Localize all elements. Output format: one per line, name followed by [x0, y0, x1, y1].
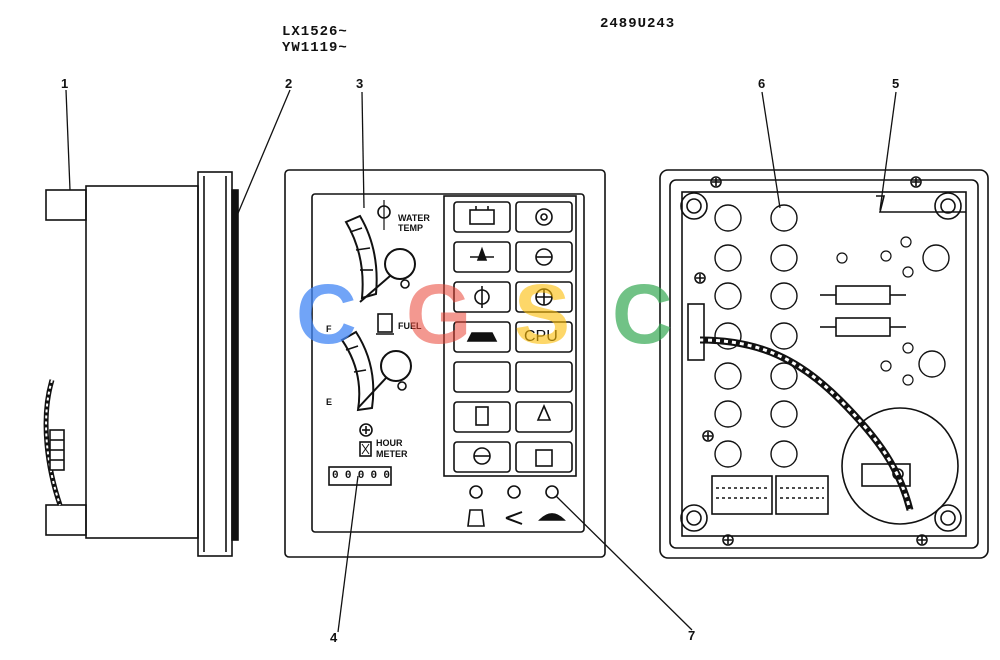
- water-temp-needle-hub: [384, 248, 416, 280]
- hour-digit: 0: [370, 470, 378, 482]
- hourglass-icon: [359, 441, 372, 457]
- callout-7: 7: [688, 628, 696, 643]
- watermark-letter: S: [514, 267, 571, 361]
- turtle-led: [545, 485, 559, 499]
- callout-leaders: [65, 89, 897, 633]
- water-separator-icon: [536, 403, 552, 421]
- parking-brake-icon: [535, 208, 553, 226]
- hour-meter-label: METER: [376, 449, 408, 459]
- fuel-full-mark: F: [326, 324, 332, 334]
- hour-digit: 0: [332, 470, 339, 482]
- glow-plug-icon: [466, 332, 498, 342]
- side-view: [43, 171, 239, 557]
- work-light-led: [469, 485, 483, 499]
- resistor: [835, 285, 891, 305]
- water-temp-scale: [344, 214, 378, 300]
- fuel-pump-icon: [377, 313, 393, 333]
- hour-digit: 0: [357, 470, 365, 482]
- connector: [775, 475, 829, 515]
- turtle-icon: [538, 513, 566, 521]
- fuel-empty-mark: E: [326, 397, 333, 407]
- fuel-label: FUEL: [398, 321, 422, 331]
- callout-5: 5: [892, 76, 900, 91]
- serial-range-line1: LX1526~: [282, 24, 348, 40]
- callout-4: 4: [330, 630, 338, 645]
- fuel-level-icon: [475, 406, 489, 426]
- connector: [711, 475, 773, 515]
- fuel-scale: [340, 330, 375, 412]
- buzzer: [841, 407, 959, 525]
- shift-arrow-icon: [505, 511, 523, 525]
- indicator-lamp-grid: [443, 195, 577, 527]
- watermark-letter: C: [296, 267, 357, 361]
- bulb-sockets: [714, 204, 950, 468]
- resistor: [835, 317, 891, 337]
- callout-6: 6: [758, 76, 766, 91]
- callout-3: 3: [356, 76, 364, 91]
- hour-meter-digits: 0 0 0 0 0: [332, 470, 390, 482]
- hour-meter-label: HOUR: [376, 438, 403, 448]
- hour-meter-window: [328, 466, 392, 486]
- callout-2: 2: [285, 76, 293, 91]
- front-panel: [284, 169, 606, 558]
- oil-pressure-icon: [470, 246, 494, 261]
- cpu-lamp-label: CPU: [524, 328, 558, 345]
- callout-1: 1: [61, 76, 69, 91]
- battery-icon: [469, 209, 495, 225]
- wire-harness: [699, 336, 914, 511]
- fuel-needle-hub: [380, 350, 412, 382]
- serial-range-line2: YW1119~: [282, 40, 348, 56]
- watermark-letter: C: [612, 267, 673, 361]
- water-temp-label: WATER: [398, 213, 430, 223]
- shift-led: [507, 485, 521, 499]
- watermark-letter: G: [406, 267, 472, 361]
- operator-presence-icon: [467, 509, 485, 527]
- engine-stop-icon: [535, 449, 553, 467]
- water-temp-label: TEMP: [398, 223, 424, 233]
- hour-meter-screw-icon: [359, 423, 373, 437]
- part-number: 2489U243: [600, 16, 676, 32]
- rear-view: [659, 169, 989, 559]
- hour-digit: 0: [383, 470, 390, 482]
- hour-digit: 0: [344, 470, 352, 482]
